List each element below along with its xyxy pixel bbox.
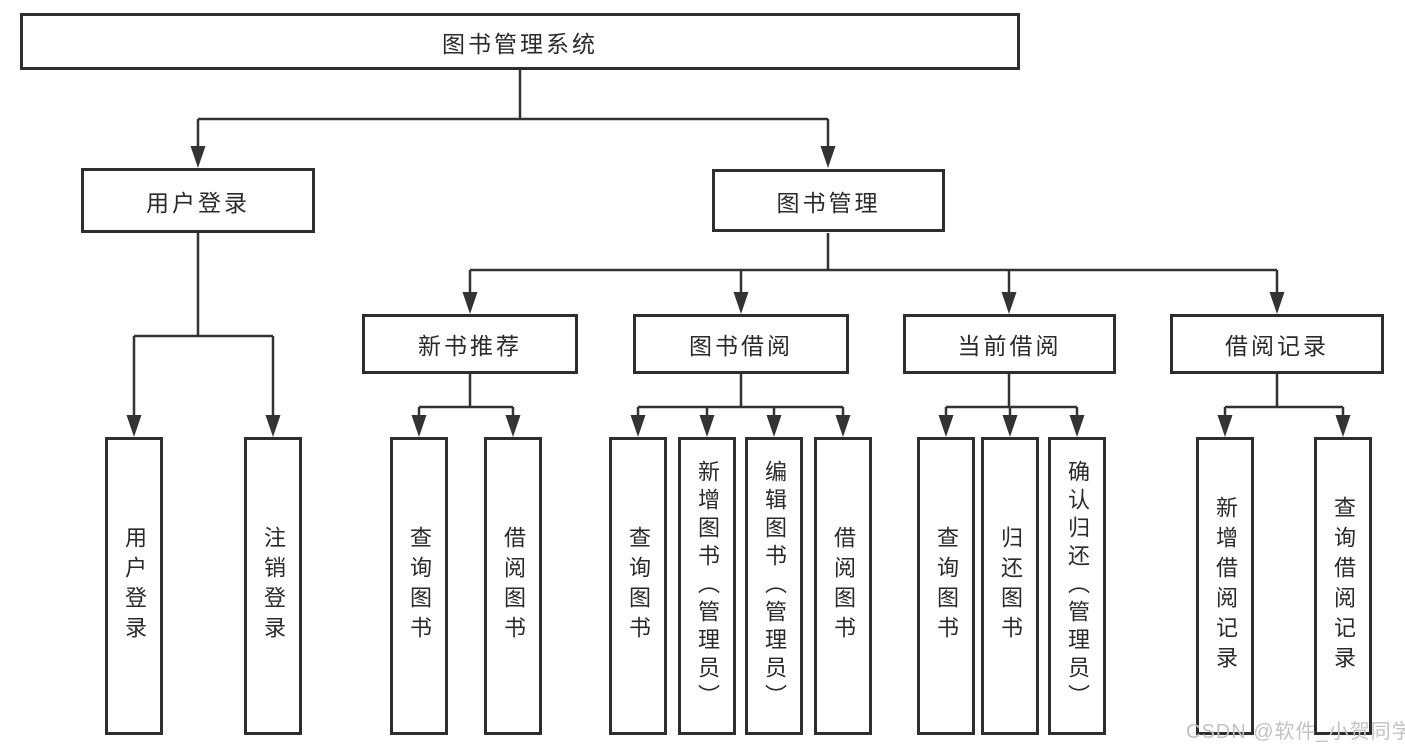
leaf-borrow-books-borrowing: 借阅图书: [814, 437, 872, 735]
node-current-borrowing: 当前借阅: [903, 314, 1116, 374]
leaf-label: 借阅图书: [501, 526, 526, 646]
node-label: 图书管理系统: [442, 30, 598, 57]
node-label: 当前借阅: [957, 333, 1062, 359]
leaf-label: 查询图书: [626, 526, 651, 646]
node-label: 图书管理: [776, 189, 881, 216]
leaf-label: 编辑图书（管理员）: [762, 460, 787, 712]
leaf-label: 注销登录: [261, 526, 286, 646]
leaf-add-books-admin: 新增图书（管理员）: [678, 437, 736, 735]
node-label: 新书推荐: [418, 333, 522, 359]
leaf-logout: 注销登录: [244, 437, 302, 735]
node-label: 图书借阅: [689, 333, 793, 359]
node-root-system: 图书管理系统: [20, 13, 1020, 70]
leaf-label: 确认归还（管理员）: [1065, 460, 1090, 712]
tree-edges: [132, 70, 1345, 419]
node-book-borrowing: 图书借阅: [633, 314, 849, 374]
node-user-login-branch: 用户登录: [81, 168, 315, 233]
node-label: 用户登录: [146, 189, 250, 216]
leaf-label: 归还图书: [998, 526, 1023, 646]
leaf-borrow-books-recommend: 借阅图书: [484, 437, 542, 735]
leaf-confirm-return-admin: 确认归还（管理员）: [1048, 437, 1106, 735]
node-borrowing-records: 借阅记录: [1170, 314, 1384, 374]
node-new-book-recommend: 新书推荐: [362, 314, 578, 374]
leaf-edit-books-admin: 编辑图书（管理员）: [745, 437, 803, 735]
leaf-return-books: 归还图书: [981, 437, 1039, 735]
csdn-watermark: CSDN @软件_小贺同学: [1186, 721, 1405, 743]
leaf-label: 借阅图书: [831, 526, 856, 646]
leaf-label: 查询借阅记录: [1331, 496, 1356, 676]
leaf-label: 用户登录: [122, 526, 147, 646]
leaf-user-login: 用户登录: [105, 437, 163, 735]
node-label: 借阅记录: [1225, 333, 1329, 359]
leaf-query-books-borrowing: 查询图书: [609, 437, 667, 735]
leaf-query-books-current: 查询图书: [917, 437, 975, 735]
leaf-label: 查询图书: [934, 526, 959, 646]
arrowheads: [126, 146, 1351, 437]
leaf-label: 查询图书: [407, 526, 432, 646]
leaf-query-books-recommend: 查询图书: [390, 437, 448, 735]
leaf-label: 新增借阅记录: [1213, 496, 1238, 676]
node-book-management-branch: 图书管理: [712, 169, 945, 232]
leaf-add-borrow-record: 新增借阅记录: [1196, 437, 1254, 735]
leaf-label: 新增图书（管理员）: [695, 460, 720, 712]
leaf-query-borrow-record: 查询借阅记录: [1314, 437, 1372, 735]
